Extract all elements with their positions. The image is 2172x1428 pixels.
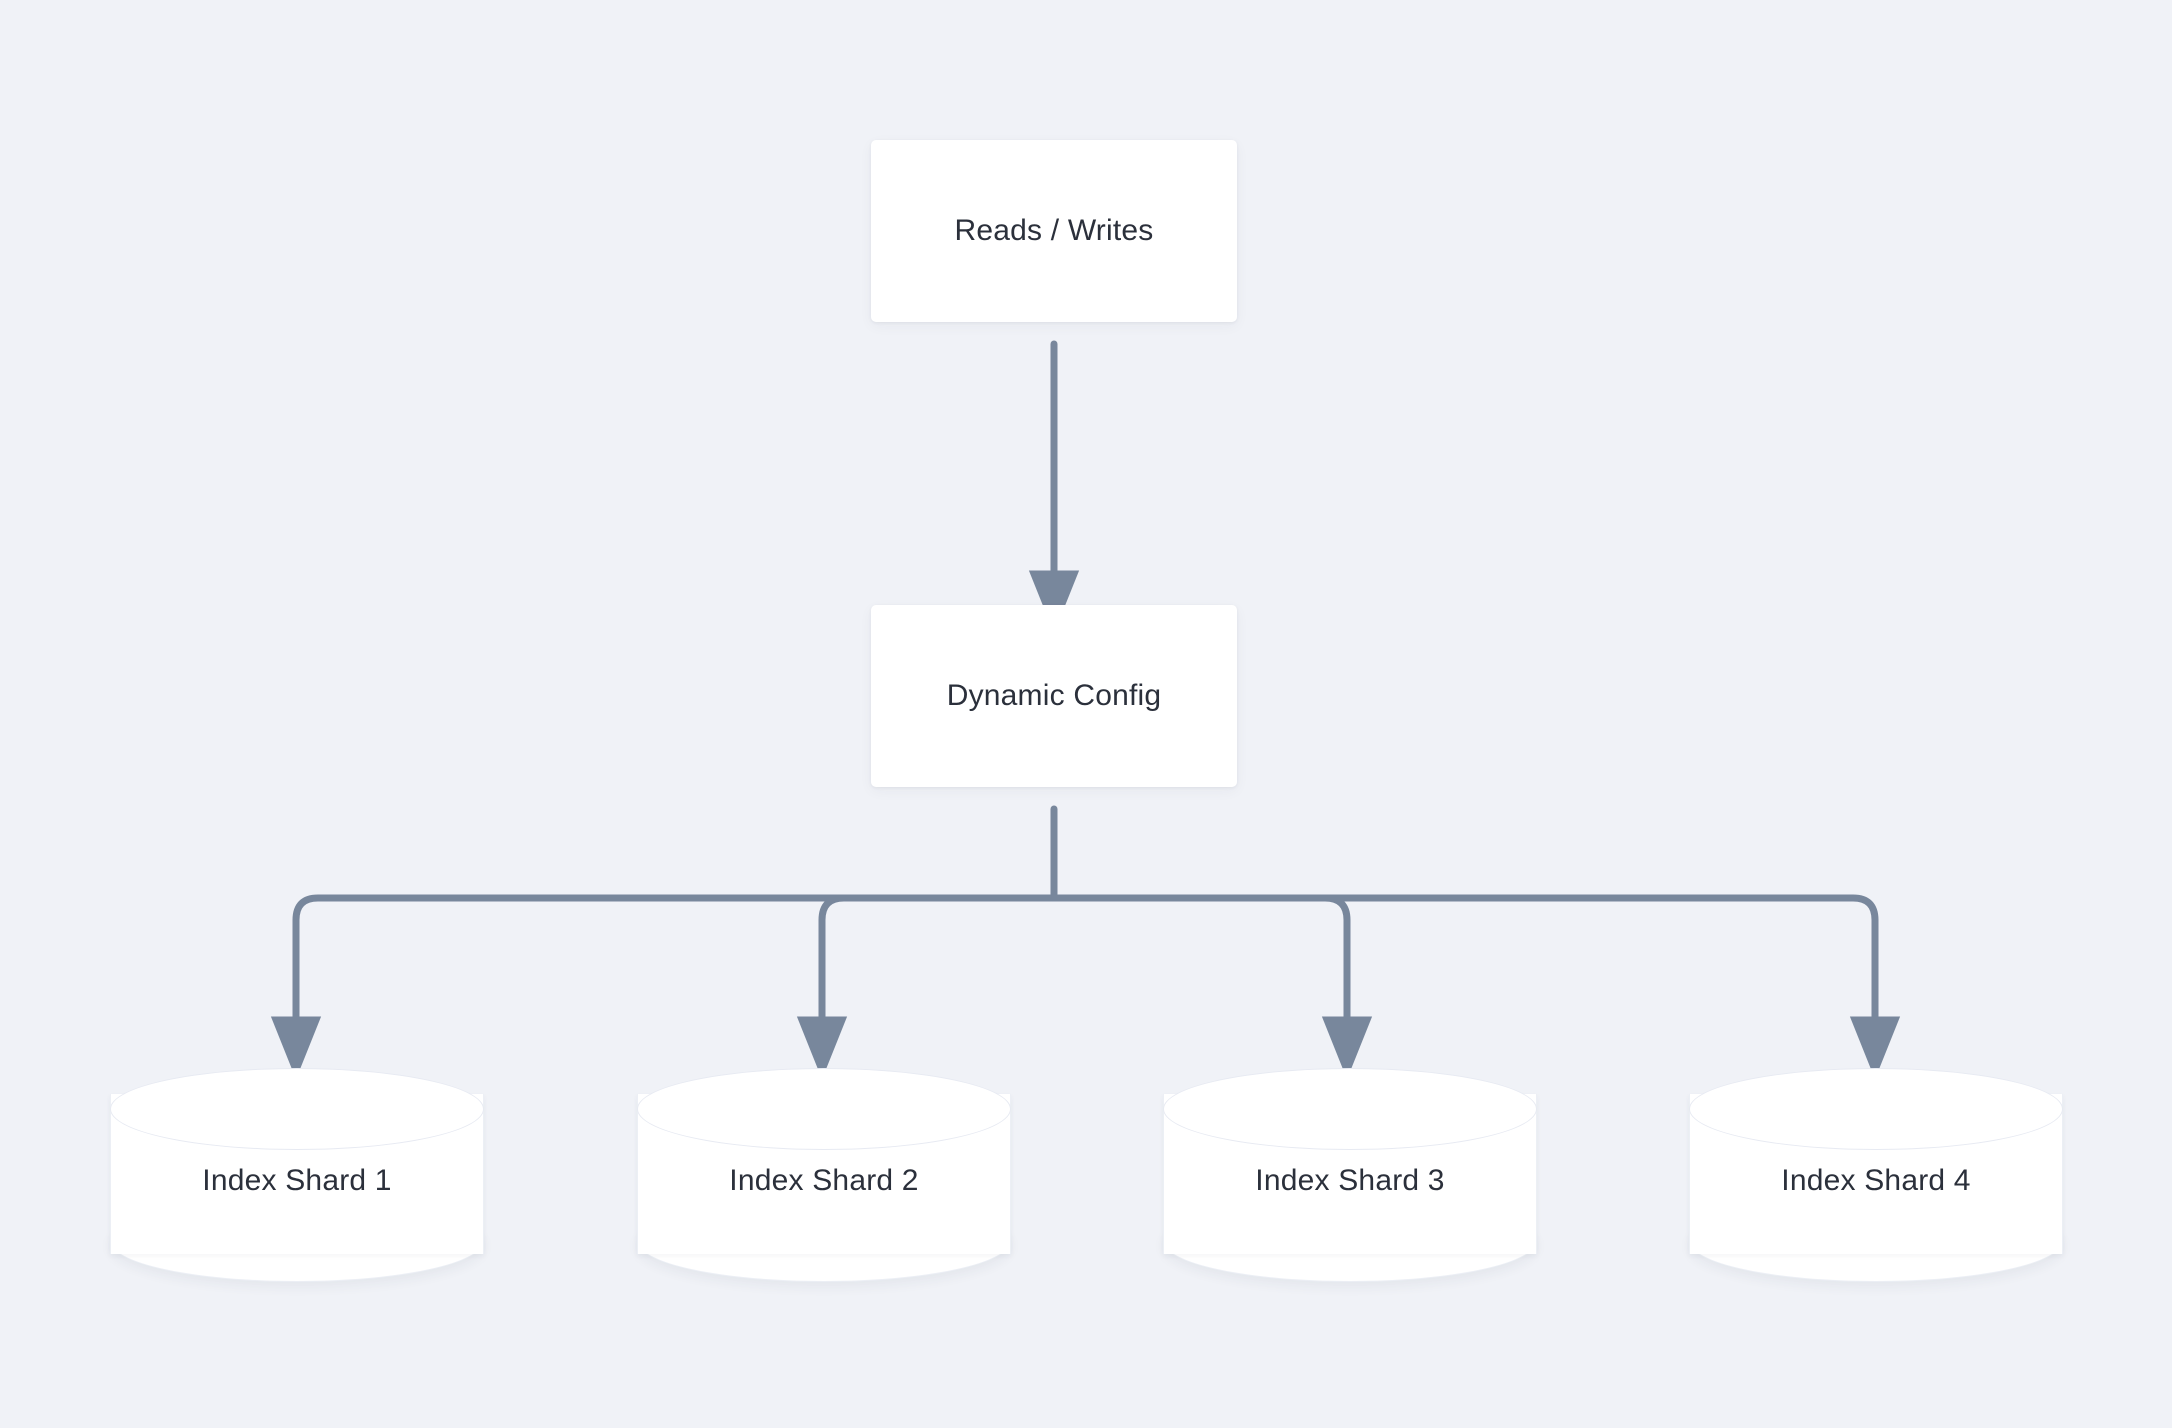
- node-index-shard-3[interactable]: Index Shard 3: [1163, 1068, 1537, 1282]
- node-reads-writes[interactable]: Reads / Writes: [871, 140, 1237, 322]
- edge-dynamic-config-to-shard-1: [270, 894, 1058, 1080]
- cylinder-top-ellipse: [637, 1068, 1011, 1150]
- cylinder-top-ellipse: [110, 1068, 484, 1150]
- node-index-shard-1[interactable]: Index Shard 1: [110, 1068, 484, 1282]
- node-dynamic-config-label: Dynamic Config: [946, 679, 1162, 712]
- node-index-shard-4-label: Index Shard 4: [1781, 1164, 1971, 1197]
- node-reads-writes-label: Reads / Writes: [954, 214, 1154, 247]
- cylinder-top-ellipse: [1163, 1068, 1537, 1150]
- node-index-shard-2-label: Index Shard 2: [729, 1164, 919, 1197]
- node-index-shard-4[interactable]: Index Shard 4: [1689, 1068, 2063, 1282]
- edge-dynamic-config-to-shard-4: [1050, 894, 1901, 1080]
- cylinder-top-ellipse: [1689, 1068, 2063, 1150]
- node-index-shard-2[interactable]: Index Shard 2: [637, 1068, 1011, 1282]
- edge-dynamic-config-to-shard-2: [796, 894, 1058, 1080]
- edge-dynamic-config-to-shard-3: [1050, 894, 1373, 1080]
- node-dynamic-config[interactable]: Dynamic Config: [871, 605, 1237, 787]
- node-index-shard-1-label: Index Shard 1: [202, 1164, 392, 1197]
- node-index-shard-3-label: Index Shard 3: [1255, 1164, 1445, 1197]
